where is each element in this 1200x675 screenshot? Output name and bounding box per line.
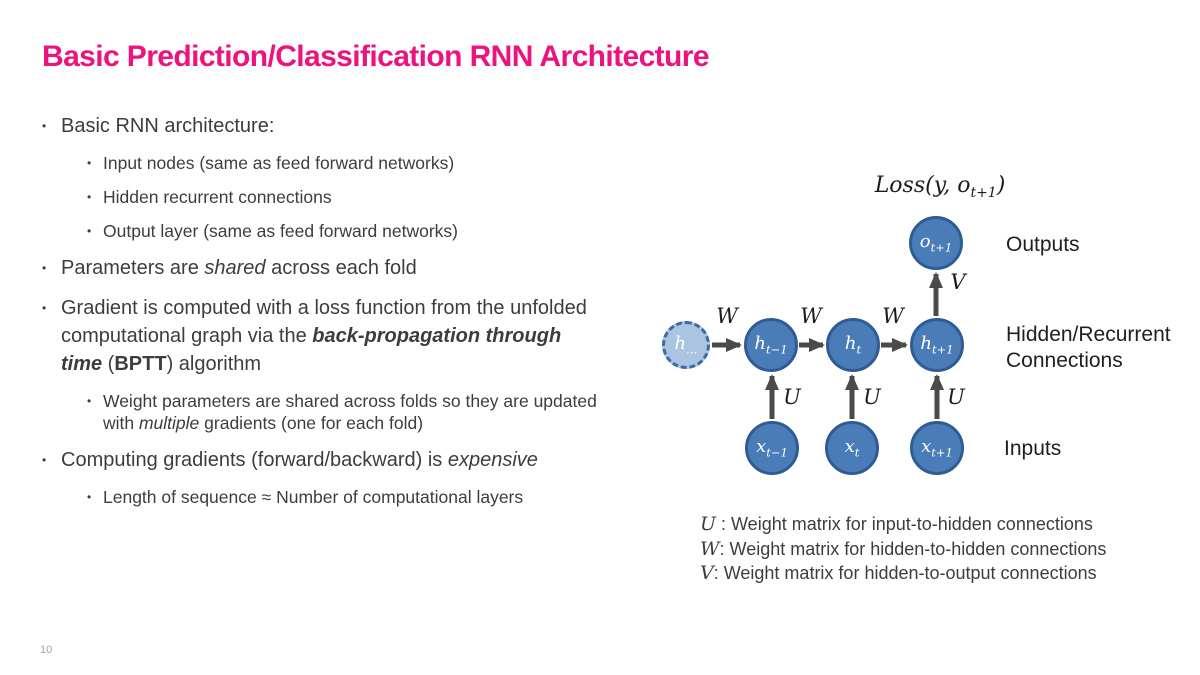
edge-label-u-2: U <box>863 385 881 409</box>
inputs-label: Inputs <box>1004 437 1062 460</box>
legend-line-v: V: Weight matrix for hidden-to-output co… <box>700 562 1097 584</box>
bullet-text: Parameters are shared across each fold <box>61 257 417 279</box>
legend-line-u: U : Weight matrix for input-to-hidden co… <box>700 513 1093 535</box>
legend-symbol-v: V <box>700 562 714 584</box>
bullet-list: • Basic RNN architecture: • Input nodes … <box>42 112 607 520</box>
legend-line-w: W: Weight matrix for hidden-to-hidden co… <box>700 537 1107 560</box>
edge-label-u-1: U <box>783 385 801 409</box>
bullet-item: • Weight parameters are shared across fo… <box>42 390 607 434</box>
node-h-t-minus-1: ht−1 <box>744 318 798 372</box>
bullet-item: • Gradient is computed with a loss funct… <box>42 294 607 378</box>
edge-label-w-3: W <box>882 304 904 328</box>
bullet-item: • Output layer (same as feed forward net… <box>42 220 607 242</box>
bullet-item: • Length of sequence ≈ Number of computa… <box>42 486 607 508</box>
bullet-marker: • <box>42 453 47 467</box>
legend-symbol-w: W <box>700 537 720 560</box>
node-x-t-plus-1: xt+1 <box>910 421 964 475</box>
node-h-t-plus-1: ht+1 <box>910 318 964 372</box>
node-x-t-minus-1: xt−1 <box>745 421 799 475</box>
outputs-label: Outputs <box>1006 233 1080 256</box>
bullet-marker: • <box>42 301 47 315</box>
page-title: Basic Prediction/Classification RNN Arch… <box>42 40 710 73</box>
bullet-marker: • <box>87 190 92 204</box>
page-number: 10 <box>40 644 53 656</box>
edge-label-w-2: W <box>800 304 822 328</box>
legend-symbol-u: U <box>700 513 717 535</box>
node-h-t: ht <box>826 318 880 372</box>
node-x-t: xt <box>825 421 879 475</box>
weight-matrix-legend: U : Weight matrix for input-to-hidden co… <box>700 512 1106 586</box>
bullet-marker: • <box>87 224 92 238</box>
bullet-item: • Basic RNN architecture: <box>42 112 607 140</box>
bullet-marker: • <box>42 119 47 133</box>
bullet-item: • Hidden recurrent connections <box>42 186 607 208</box>
bullet-text: Basic RNN architecture: <box>61 115 275 137</box>
edge-label-w-1: W <box>716 304 738 328</box>
bullet-item: • Computing gradients (forward/backward)… <box>42 446 607 474</box>
hidden-recurrent-label: Hidden/Recurrent Connections <box>1006 323 1171 372</box>
bullet-item: • Parameters are shared across each fold <box>42 254 607 282</box>
bullet-item: • Input nodes (same as feed forward netw… <box>42 152 607 174</box>
bullet-text: Hidden recurrent connections <box>103 187 332 207</box>
bullet-text: Output layer (same as feed forward netwo… <box>103 221 459 241</box>
diagram-arrows <box>712 272 944 419</box>
bullet-text: Weight parameters are shared across fold… <box>103 391 597 433</box>
edge-label-v: V <box>950 270 966 294</box>
bullet-text: Length of sequence ≈ Number of computati… <box>103 487 524 507</box>
bullet-marker: • <box>42 261 47 275</box>
bullet-text: Input nodes (same as feed forward networ… <box>103 153 455 173</box>
loss-label: Loss(y, ot+1) <box>874 172 1006 202</box>
bullet-marker: • <box>87 490 92 504</box>
bullet-text: Gradient is computed with a loss functio… <box>61 297 587 375</box>
bullet-marker: • <box>87 394 92 408</box>
node-o-t-plus-1: ot+1 <box>909 216 963 270</box>
edge-label-u-3: U <box>947 385 965 409</box>
bullet-text: Computing gradients (forward/backward) i… <box>61 449 538 471</box>
node-h-past: h… <box>662 321 710 369</box>
rnn-unfolded-diagram: Loss(y, ot+1) h… ht−1 ht ht+1 xt−1 xt xt… <box>640 160 1192 630</box>
bullet-marker: • <box>87 156 92 170</box>
